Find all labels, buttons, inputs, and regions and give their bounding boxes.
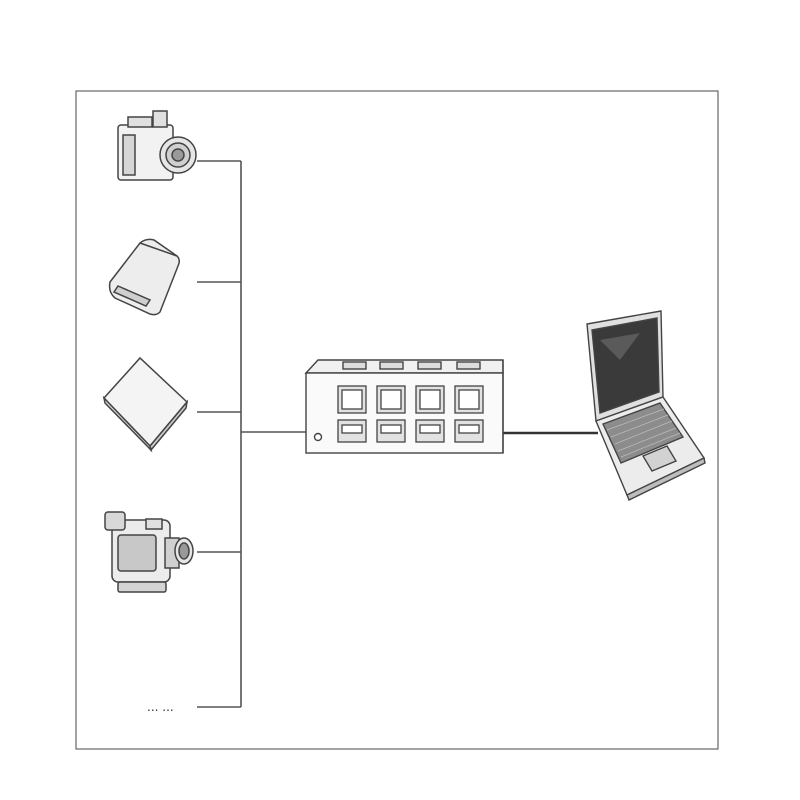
hub-power-led xyxy=(313,432,323,442)
hub-usb-ports xyxy=(337,419,484,443)
hub-switches xyxy=(337,385,484,414)
video-camcorder-icon xyxy=(104,511,194,593)
more-devices-label: ... ... xyxy=(147,700,174,714)
tablet-device-icon xyxy=(102,356,189,453)
card-reader-icon xyxy=(108,238,181,316)
digital-camera-icon xyxy=(117,110,197,181)
connector-lines xyxy=(197,160,598,708)
laptop-computer-icon xyxy=(586,310,706,501)
diagram-frame xyxy=(75,90,719,750)
